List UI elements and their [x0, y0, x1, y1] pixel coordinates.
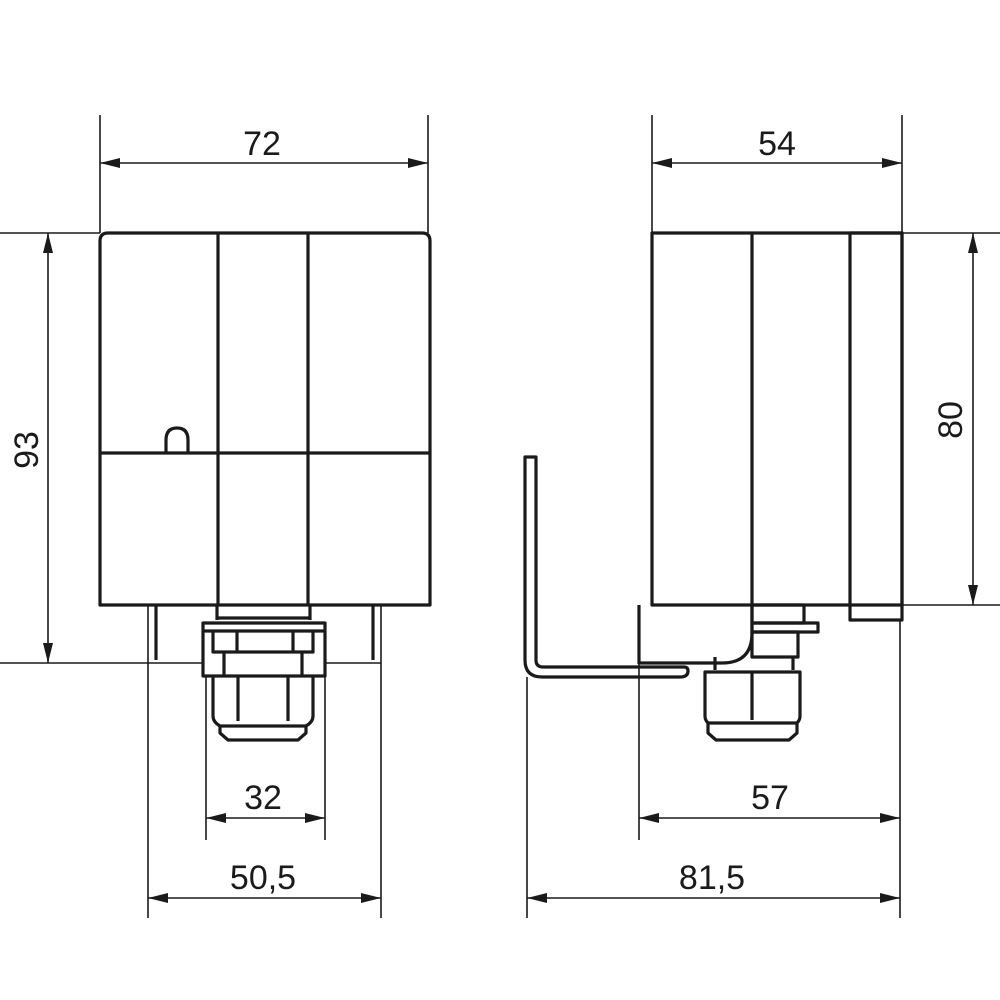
- side-body: [650, 231, 904, 607]
- dim-side-depth: 57: [751, 779, 789, 817]
- side-rail: [848, 231, 904, 622]
- dim-side-height: 80: [932, 401, 970, 439]
- side-dimensions: 54 80 57 81,5: [526, 115, 1000, 918]
- dim-total-depth: 81,5: [679, 859, 745, 897]
- front-cable-gland: [201, 605, 327, 742]
- side-view: [523, 231, 904, 742]
- indicator-bump: [164, 426, 190, 453]
- front-body: [98, 231, 432, 607]
- bracket-block: [637, 605, 754, 665]
- front-dimensions: 72 93 32 50,5: [0, 115, 429, 918]
- dim-gland-width: 32: [244, 779, 282, 817]
- front-view: [98, 231, 432, 742]
- side-cable-gland: [703, 603, 820, 742]
- front-base: [147, 605, 382, 664]
- dim-side-width: 54: [758, 125, 796, 163]
- dim-base-width: 50,5: [230, 859, 296, 897]
- dim-front-width: 72: [243, 125, 281, 163]
- mounting-bracket: [523, 455, 690, 679]
- dim-front-height: 93: [8, 431, 46, 469]
